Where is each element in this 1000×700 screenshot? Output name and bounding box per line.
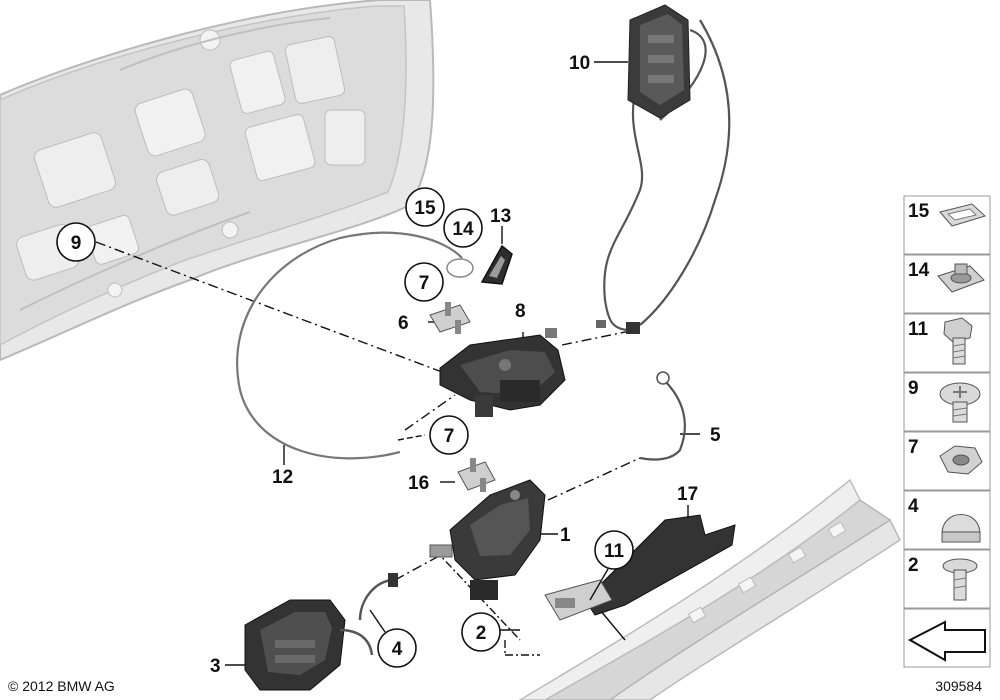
- callout-14-circle: [443, 208, 483, 248]
- flange-screw-icon: [942, 558, 978, 601]
- diagram-id-text: 309584: [935, 678, 982, 694]
- callout-1: 1: [560, 525, 571, 546]
- lower-latch: [429, 479, 546, 600]
- bracket-upper: [429, 302, 471, 334]
- callout-12: 12: [272, 467, 293, 488]
- legend-label-11: 11: [908, 319, 929, 340]
- callout-2-circle: [461, 612, 501, 652]
- legend-label-15: 15: [908, 201, 930, 222]
- legend: 15 14 11 9 7 4 2: [903, 195, 991, 668]
- leader-lines: [95, 61, 700, 666]
- legend-label-14: 14: [908, 260, 930, 281]
- legend-box-15: [903, 195, 991, 255]
- bowden-cable: [236, 231, 463, 460]
- spring-clip-icon: [937, 263, 985, 293]
- trunk-lid-panel: [0, 0, 435, 362]
- copyright-text: © 2012 BMW AG: [8, 678, 115, 694]
- upper-lock: [439, 328, 566, 417]
- latch-motor: [244, 599, 374, 691]
- callout-4-circle: [377, 628, 417, 668]
- callout-7-upper-circle: [404, 262, 444, 302]
- wire-eyelet: [656, 371, 670, 385]
- callout-7-lower: 7: [444, 426, 455, 447]
- callout-9-circle: [56, 222, 96, 262]
- callout-8: 8: [515, 301, 526, 322]
- hex-nut-icon: [939, 445, 983, 475]
- callout-11: 11: [604, 541, 625, 562]
- legend-label-9: 9: [908, 378, 919, 399]
- bracket-lower: [457, 458, 496, 492]
- callout-17: 17: [677, 484, 698, 505]
- clip-icon: [939, 203, 986, 227]
- legend-label-7: 7: [908, 437, 919, 458]
- callout-16: 16: [408, 473, 429, 494]
- legend-label-2: 2: [908, 555, 919, 576]
- legend-box-2: [903, 549, 991, 609]
- cap-nut-icon: [941, 514, 981, 543]
- callout-7-upper: 7: [419, 273, 430, 294]
- callout-15: 15: [414, 198, 436, 219]
- callout-10: 10: [569, 53, 590, 74]
- callout-7-lower-circle: [429, 415, 469, 455]
- callouts: 10 15 14 13 9 7 6 8 7 5 12 16 17: [56, 53, 721, 677]
- harness-connector-small: [596, 320, 606, 328]
- harness-connector: [626, 322, 640, 334]
- callout-15-circle: [405, 187, 445, 227]
- callout-13: 13: [490, 206, 511, 227]
- torx-screw-icon: [939, 382, 981, 423]
- cable-loop: [446, 258, 474, 278]
- callout-6: 6: [398, 313, 409, 334]
- drive-unit: [627, 4, 691, 119]
- callout-14: 14: [452, 219, 474, 240]
- callout-4: 4: [392, 639, 403, 660]
- callout-3: 3: [210, 656, 221, 677]
- hex-bolt-icon: [943, 317, 973, 365]
- rear-panel: [518, 478, 901, 700]
- callout-9: 9: [71, 233, 82, 254]
- latch-cable-end: [388, 573, 398, 587]
- legend-label-4: 4: [908, 496, 919, 517]
- callout-2: 2: [476, 623, 487, 644]
- callout-5: 5: [710, 425, 721, 446]
- callout-11-circle: [594, 530, 634, 570]
- direction-arrow-icon: [907, 620, 986, 662]
